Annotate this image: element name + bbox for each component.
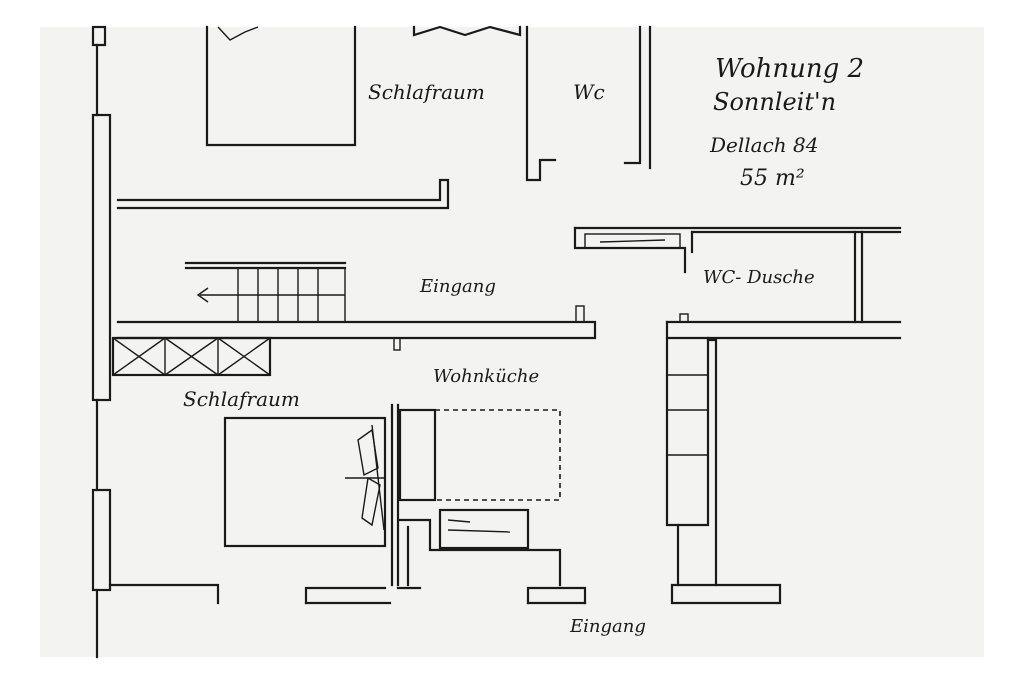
left-outer-wall bbox=[91, 25, 112, 659]
wall-middle-left bbox=[116, 305, 597, 351]
wall-bedroom-top-bottom bbox=[116, 178, 450, 210]
bed-top bbox=[205, 25, 357, 147]
title-line3: Dellach 84 bbox=[709, 133, 818, 157]
wardrobe-top bbox=[412, 25, 522, 37]
label-entrance-bottom: Eingang bbox=[569, 616, 646, 637]
title-line1: Wohnung 2 bbox=[715, 54, 864, 84]
wc-shower-walls bbox=[573, 226, 902, 324]
title-area: 55 m² bbox=[740, 166, 805, 191]
bed-bottom bbox=[223, 416, 387, 548]
right-cupboard bbox=[665, 336, 782, 605]
partition-wall bbox=[390, 403, 400, 587]
label-wc-shower: WC- Dusche bbox=[703, 267, 815, 288]
staircase bbox=[184, 261, 347, 322]
bottom-walls bbox=[108, 583, 587, 605]
kitchen-counter bbox=[398, 508, 562, 587]
label-kitchen-living: Wohnküche bbox=[433, 366, 539, 387]
label-wc-top: Wc bbox=[573, 80, 605, 104]
closet-x-braced bbox=[111, 336, 272, 377]
title-line2: Sonnleit'n bbox=[713, 88, 836, 116]
paper-sheet bbox=[40, 27, 984, 657]
wc-top-walls bbox=[525, 25, 652, 182]
label-bedroom-top: Schlafraum bbox=[368, 80, 485, 104]
label-entrance-hall: Eingang bbox=[419, 276, 496, 297]
label-bedroom-bottom: Schlafraum bbox=[183, 387, 300, 411]
kitchen-table bbox=[398, 408, 561, 502]
